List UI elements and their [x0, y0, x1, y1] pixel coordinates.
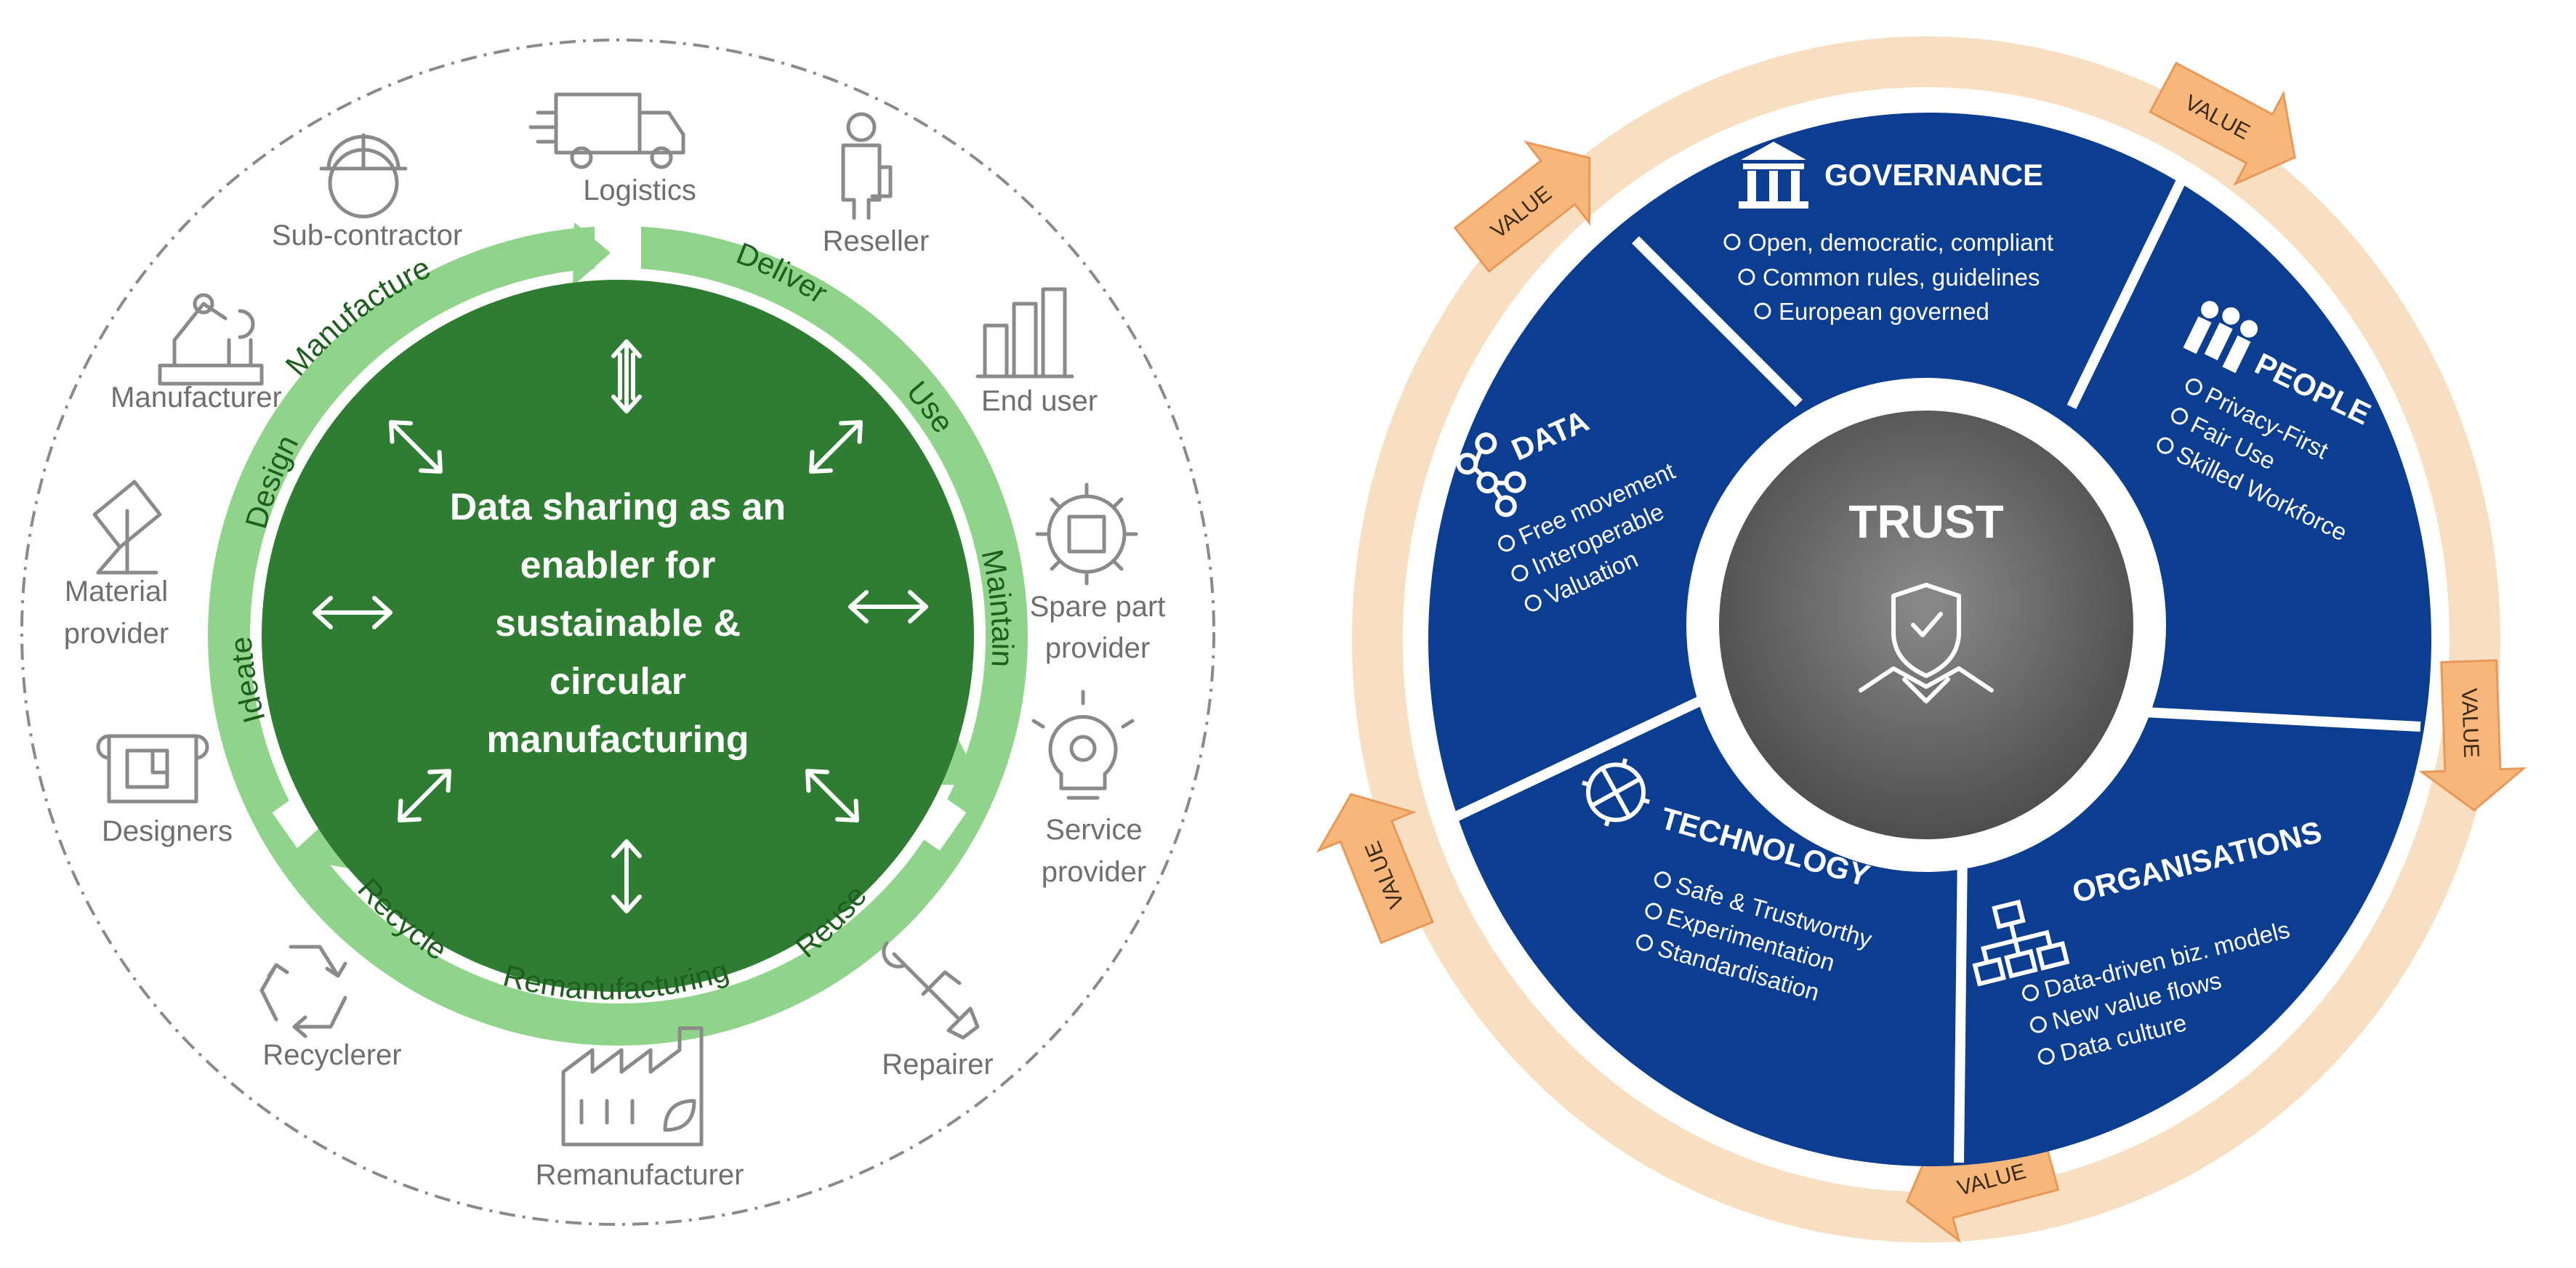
center-statement: Data sharing as an enabler for sustainab… — [450, 486, 786, 761]
hard-hat-gear-icon — [319, 133, 408, 219]
actor-material-provider: Material provider — [64, 480, 169, 650]
businessperson-icon — [841, 112, 893, 220]
data-network-icon — [1456, 432, 1526, 517]
actor-label: provider — [1045, 632, 1151, 664]
double-arrow-icon — [313, 596, 393, 629]
truck-icon — [528, 92, 685, 169]
value-arrow-bottom: VALUE — [1905, 1134, 2060, 1243]
segment-item: European governed — [1779, 298, 1989, 325]
lightbulb-gear-icon — [1031, 690, 1135, 800]
trust-label: TRUST — [1848, 496, 2003, 548]
ring-arrowhead-top — [573, 222, 611, 286]
gear-tools-icon — [1582, 758, 1651, 827]
actor-label: Service — [1045, 814, 1142, 846]
people-icon — [2183, 301, 2258, 373]
actor-label: Designers — [102, 815, 233, 847]
institution-icon — [1739, 142, 1808, 209]
value-arrow-top-right: VALUE — [2149, 61, 2296, 186]
actor-label: Sub-contractor — [272, 219, 462, 251]
trust-core — [1719, 411, 2133, 839]
actor-recyclerer: Recyclerer — [259, 945, 402, 1071]
segment-item: Open, democratic, compliant — [1748, 229, 2053, 256]
double-arrow-icon — [611, 339, 642, 413]
shield-handshake-icon — [1859, 583, 1994, 703]
robot-arm-icon — [158, 293, 264, 386]
outer-dashed-circle — [20, 39, 1215, 1226]
exchange-arrows — [313, 339, 928, 913]
actor-label: provider — [1042, 856, 1147, 888]
double-arrow-icon — [389, 420, 443, 474]
actor-label: Manufacturer — [110, 381, 282, 413]
segment-title: GOVERNANCE — [1824, 158, 2043, 192]
center-line-4: circular — [550, 661, 686, 703]
double-arrow-icon — [611, 839, 642, 913]
segment-governance: GOVERNANCE Open, democratic, compliant C… — [1723, 142, 2053, 325]
actor-service-provider: Service provider — [1031, 690, 1147, 888]
wrench-hand-icon — [882, 941, 980, 1040]
actor-label: Reseller — [823, 225, 930, 257]
actor-label: provider — [64, 618, 169, 650]
double-arrow-icon — [398, 769, 451, 823]
actor-label: End user — [981, 385, 1098, 417]
actor-label: Recyclerer — [262, 1039, 401, 1071]
recycle-icon — [259, 945, 347, 1038]
center-line-3: sustainable & — [495, 602, 741, 645]
value-arrow-left: VALUE — [1316, 793, 1434, 945]
segment-item: Common rules, guidelines — [1763, 264, 2040, 291]
actor-logistics: Logistics — [528, 92, 696, 206]
trust-value-diagram: VALUE VALUE VALUE VALUE VALUE — [1316, 36, 2527, 1243]
actor-remanufacturer: Remanufacturer — [536, 1026, 744, 1191]
actor-end-user: End user — [975, 287, 1098, 417]
actor-label: Spare part — [1030, 591, 1166, 623]
value-arrow-right: VALUE — [2418, 659, 2527, 812]
blueprint-icon — [96, 734, 209, 804]
actor-manufacturer: Manufacturer — [110, 293, 282, 413]
actor-repairer: Repairer — [882, 941, 994, 1081]
circular-manufacturing-diagram: Manufacture Deliver Use Maintain Reuse R… — [20, 39, 1215, 1226]
double-arrow-icon — [805, 769, 859, 823]
center-line-1: Data sharing as an — [450, 486, 786, 528]
actor-spare-part-provider: Spare part provider — [1030, 482, 1166, 664]
org-chart-icon — [1972, 900, 2070, 987]
actor-designers: Designers — [96, 734, 233, 847]
double-arrow-icon — [848, 590, 928, 623]
value-label: VALUE — [2457, 687, 2483, 758]
actor-label: Logistics — [583, 174, 696, 206]
industrial-user-icon — [975, 287, 1074, 379]
segment-dividers — [1444, 164, 2421, 1163]
tipping-cart-icon — [92, 480, 162, 575]
actor-label: Repairer — [882, 1049, 993, 1081]
actor-reseller: Reseller — [823, 112, 930, 257]
double-arrow-icon — [809, 420, 863, 474]
chip-gear-icon — [1035, 482, 1138, 586]
actor-label: Remanufacturer — [536, 1159, 744, 1191]
factory-leaf-icon — [561, 1026, 704, 1147]
actor-subcontractor: Sub-contractor — [272, 133, 462, 251]
actor-label: Material — [65, 576, 168, 607]
center-line-2: enabler for — [520, 544, 716, 586]
center-line-5: manufacturing — [486, 719, 749, 761]
